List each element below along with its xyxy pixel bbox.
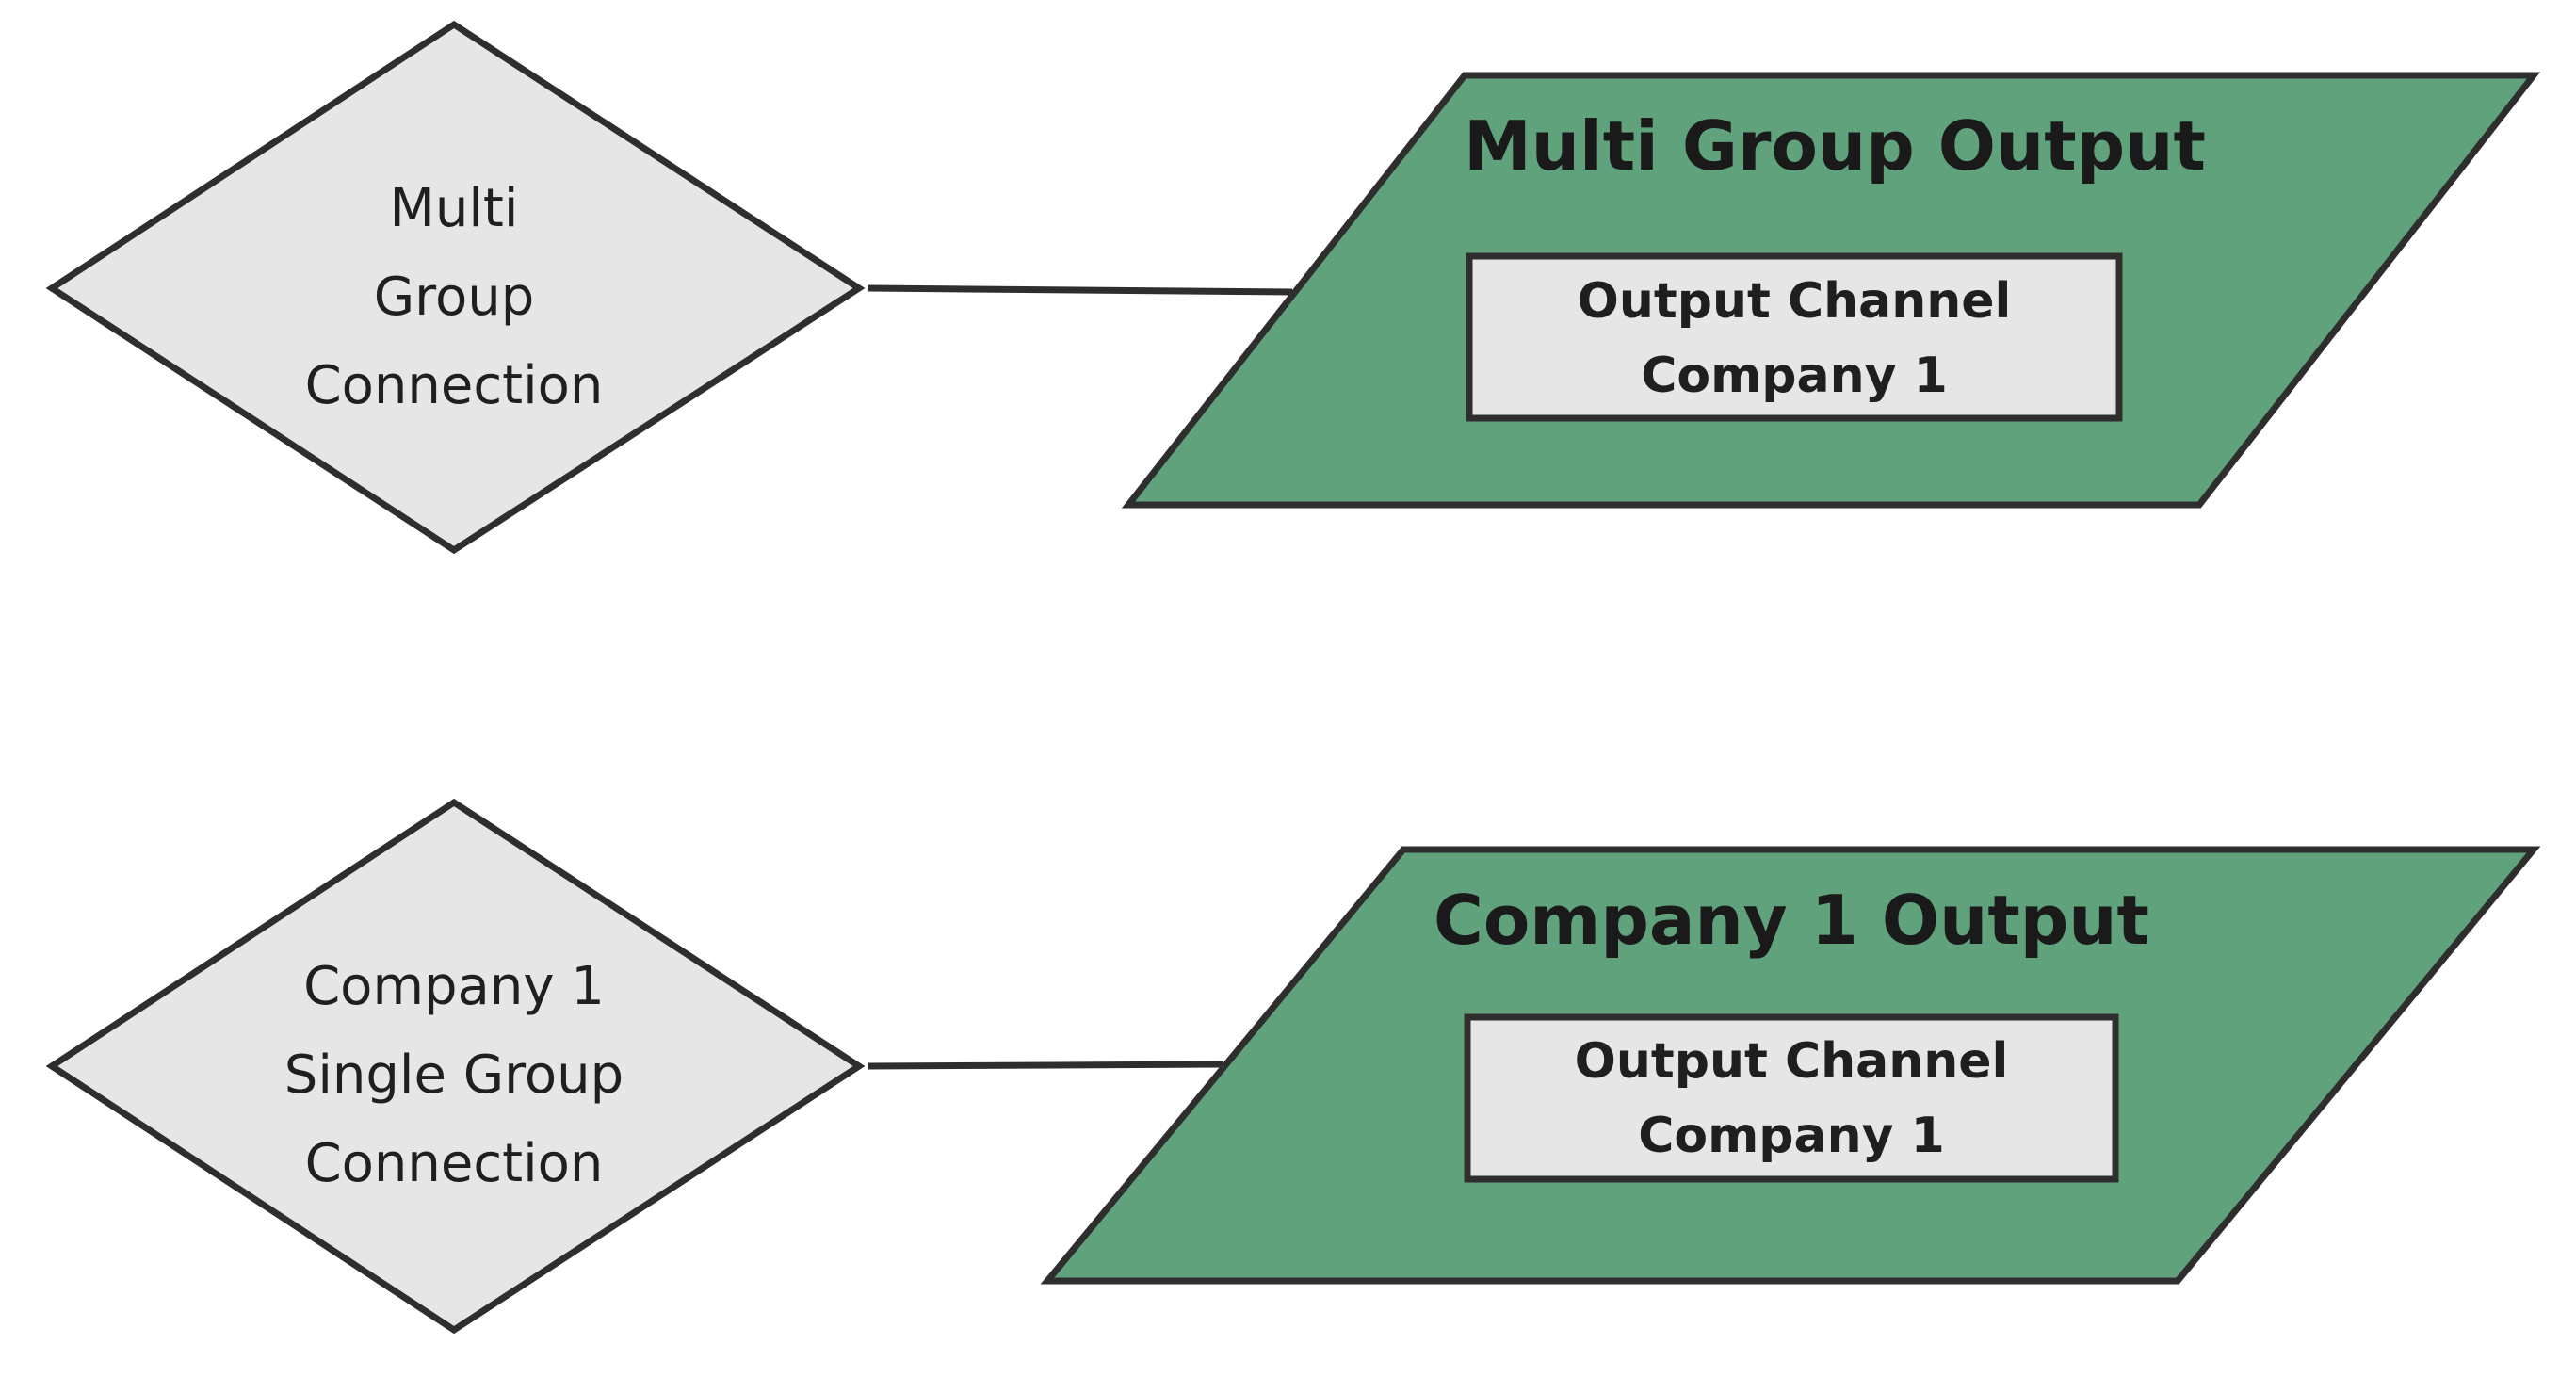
connector-arrow-single <box>867 1061 1223 1070</box>
output-channel-single-box <box>1464 1013 2119 1183</box>
output-multi-title: Multi Group Output <box>1464 106 2206 186</box>
decision-single-line-3: Connection <box>305 1133 604 1194</box>
output-channel-multi-box <box>1466 252 2123 422</box>
decision-multi-shape <box>45 20 866 555</box>
output-channel-single-line-1: Output Channel <box>1575 1033 2009 1090</box>
decision-multi-group: Multi Group Connection <box>45 20 866 555</box>
decision-multi-line-2: Group <box>374 267 535 328</box>
output-channel-multi-line-2: Company 1 <box>1641 348 1948 404</box>
decision-multi-line-1: Multi <box>390 178 519 239</box>
decision-multi-line-3: Connection <box>305 355 604 416</box>
output-single-title: Company 1 Output <box>1434 881 2149 960</box>
decision-single-line-1: Company 1 <box>303 956 605 1017</box>
output-channel-single-line-2: Company 1 <box>1638 1108 1945 1164</box>
output-multi-group: Multi Group Output Output Channel Compan… <box>1121 72 2541 509</box>
decision-single-line-2: Single Group <box>284 1045 624 1106</box>
output-channel-multi-line-1: Output Channel <box>1578 273 2012 330</box>
output-single-group: Company 1 Output Output Channel Company … <box>1040 846 2541 1285</box>
decision-single-group: Company 1 Single Group Connection <box>45 798 866 1335</box>
connector-arrow-multi <box>867 284 1293 296</box>
decision-single-shape <box>45 798 866 1335</box>
